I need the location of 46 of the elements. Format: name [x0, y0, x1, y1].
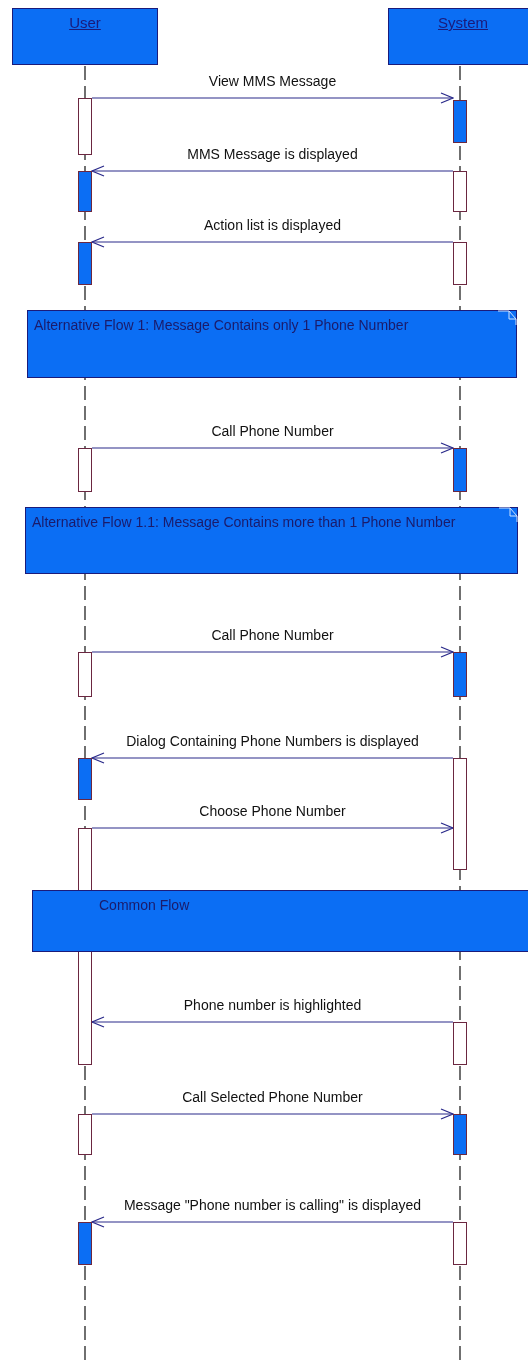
note-box [25, 507, 518, 574]
activation-bar [453, 652, 467, 697]
message-arrow [91, 752, 454, 764]
participant-box [388, 8, 528, 65]
message-arrow [91, 1016, 454, 1028]
message-arrow [91, 92, 454, 104]
message-arrow [91, 165, 454, 177]
activation-bar [78, 242, 92, 285]
note-box [27, 310, 517, 378]
activation-bar [78, 652, 92, 697]
message-label: Dialog Containing Phone Numbers is displayed [124, 733, 421, 749]
activation-bar [453, 1022, 467, 1065]
message-label: MMS Message is displayed [185, 146, 360, 162]
activation-bar [453, 448, 467, 492]
message-label: Call Phone Number [209, 423, 336, 439]
activation-bar [78, 171, 92, 212]
message-arrow [91, 822, 454, 834]
message-label: Call Phone Number [209, 627, 336, 643]
message-label: Action list is displayed [202, 217, 343, 233]
activation-bar [453, 758, 467, 870]
message-label: Phone number is highlighted [181, 997, 364, 1013]
message-arrow [91, 442, 454, 454]
activation-bar [78, 448, 92, 492]
activation-bar [453, 242, 467, 285]
note-text: Alternative Flow 1: Message Contains only 1 Phone Number [34, 316, 410, 335]
activation-bar [453, 171, 467, 212]
note-box [32, 890, 528, 952]
note-text: Alternative Flow 1.1: Message Contains more than 1 Phone Number [32, 513, 457, 532]
activation-bar [453, 1114, 467, 1155]
message-arrow [91, 236, 454, 248]
message-label: Call Selected Phone Number [180, 1089, 365, 1105]
message-arrow [91, 646, 454, 658]
activation-bar [78, 758, 92, 800]
message-arrow [91, 1216, 454, 1228]
message-arrow [91, 1108, 454, 1120]
activation-bar [453, 1222, 467, 1265]
activation-bar [78, 1222, 92, 1265]
participant-box [12, 8, 158, 65]
activation-bar [78, 98, 92, 155]
message-label: Choose Phone Number [197, 803, 348, 819]
participant-name: User [69, 14, 101, 31]
participant-name: System [438, 14, 488, 31]
activation-bar [453, 100, 467, 143]
message-label: View MMS Message [206, 73, 339, 89]
activation-bar [78, 1114, 92, 1155]
note-text: Common Flow [99, 896, 191, 915]
